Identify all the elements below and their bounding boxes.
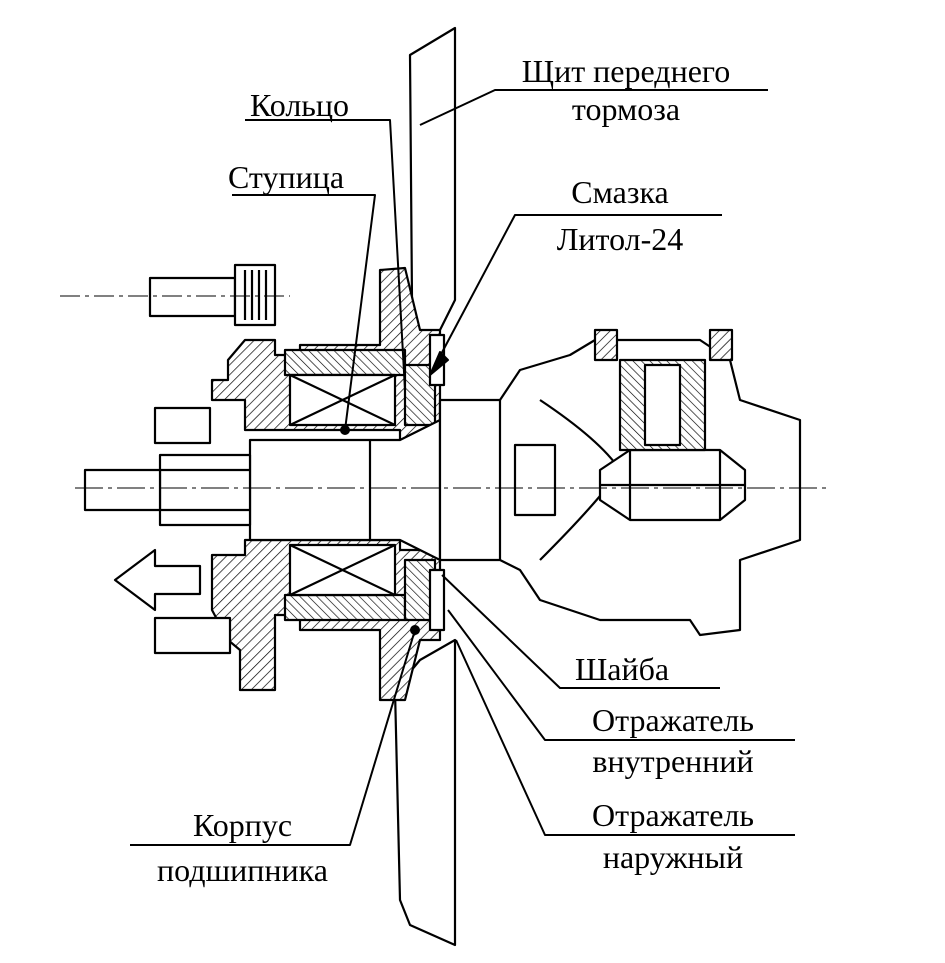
outer-ring-bottom (283, 593, 407, 622)
label-reflector-inner-line2: внутренний (592, 743, 754, 779)
brake-shield-bottom (393, 638, 457, 947)
joint-pin (513, 443, 557, 517)
stud-top (148, 276, 237, 318)
axle-nut (158, 453, 252, 527)
washer-bottom (428, 568, 446, 632)
label-housing-line2: подшипника (157, 852, 328, 888)
grease-fitting-left (593, 328, 619, 362)
stud-lower-mid (153, 616, 232, 655)
label-grease-line1: Смазка (571, 174, 669, 210)
axle-stub (83, 468, 162, 512)
leader-washer (441, 574, 720, 689)
label-grease-line2: Литол-24 (556, 221, 684, 257)
label-shield-line1: Щит переднего (521, 53, 731, 89)
direction-arrow (113, 548, 202, 612)
outer-ring-top (283, 348, 407, 377)
leader-shield (419, 89, 768, 126)
brake-shield-top (408, 26, 457, 342)
label-hub: Ступица (228, 159, 345, 195)
leader-refl-out (455, 639, 795, 836)
leader-ring (245, 119, 406, 391)
leader-housing (130, 629, 416, 846)
label-washer: Шайба (575, 651, 670, 687)
stud-upper-mid (153, 406, 212, 445)
label-shield-line2: тормоза (571, 91, 681, 127)
leader-grease (429, 214, 722, 376)
stud-top-head (233, 263, 277, 327)
label-housing-line1: Корпус (192, 807, 293, 843)
leader-refl-in (447, 609, 795, 741)
grease-fitting-right (708, 328, 734, 362)
leader-hub (232, 194, 376, 431)
label-reflector-outer-line1: Отражатель (592, 797, 754, 833)
label-ring: Кольцо (250, 87, 350, 123)
central-bore (248, 418, 442, 562)
label-reflector-inner-line1: Отражатель (592, 702, 754, 738)
label-reflector-outer-line2: наружный (602, 839, 744, 875)
